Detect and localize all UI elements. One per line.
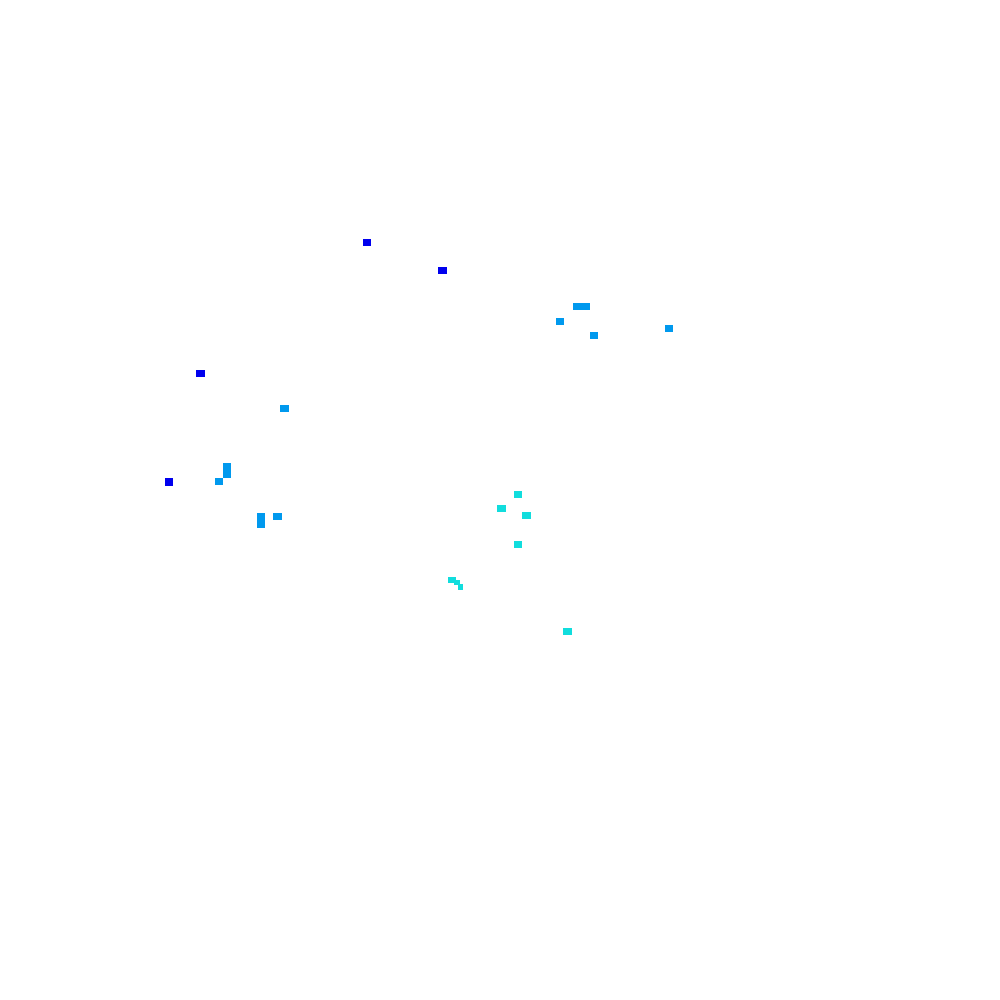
- cyan-marker: [448, 577, 456, 583]
- blue-marker: [363, 239, 371, 246]
- azure-marker: [665, 325, 673, 332]
- azure-marker: [590, 332, 598, 339]
- blue-marker: [165, 478, 173, 486]
- cyan-marker: [522, 512, 531, 519]
- azure-marker: [573, 303, 590, 310]
- cyan-marker: [458, 584, 463, 590]
- azure-marker: [273, 513, 282, 520]
- azure-marker: [223, 463, 231, 478]
- blue-marker: [196, 370, 205, 377]
- blue-marker: [438, 267, 447, 274]
- azure-marker: [257, 513, 265, 528]
- azure-marker: [215, 478, 223, 485]
- cyan-marker: [514, 541, 522, 548]
- cyan-marker: [514, 491, 522, 498]
- azure-marker: [556, 318, 564, 325]
- azure-marker: [280, 405, 289, 412]
- cyan-marker: [497, 505, 506, 512]
- cyan-marker: [454, 580, 460, 585]
- cyan-marker: [563, 628, 572, 635]
